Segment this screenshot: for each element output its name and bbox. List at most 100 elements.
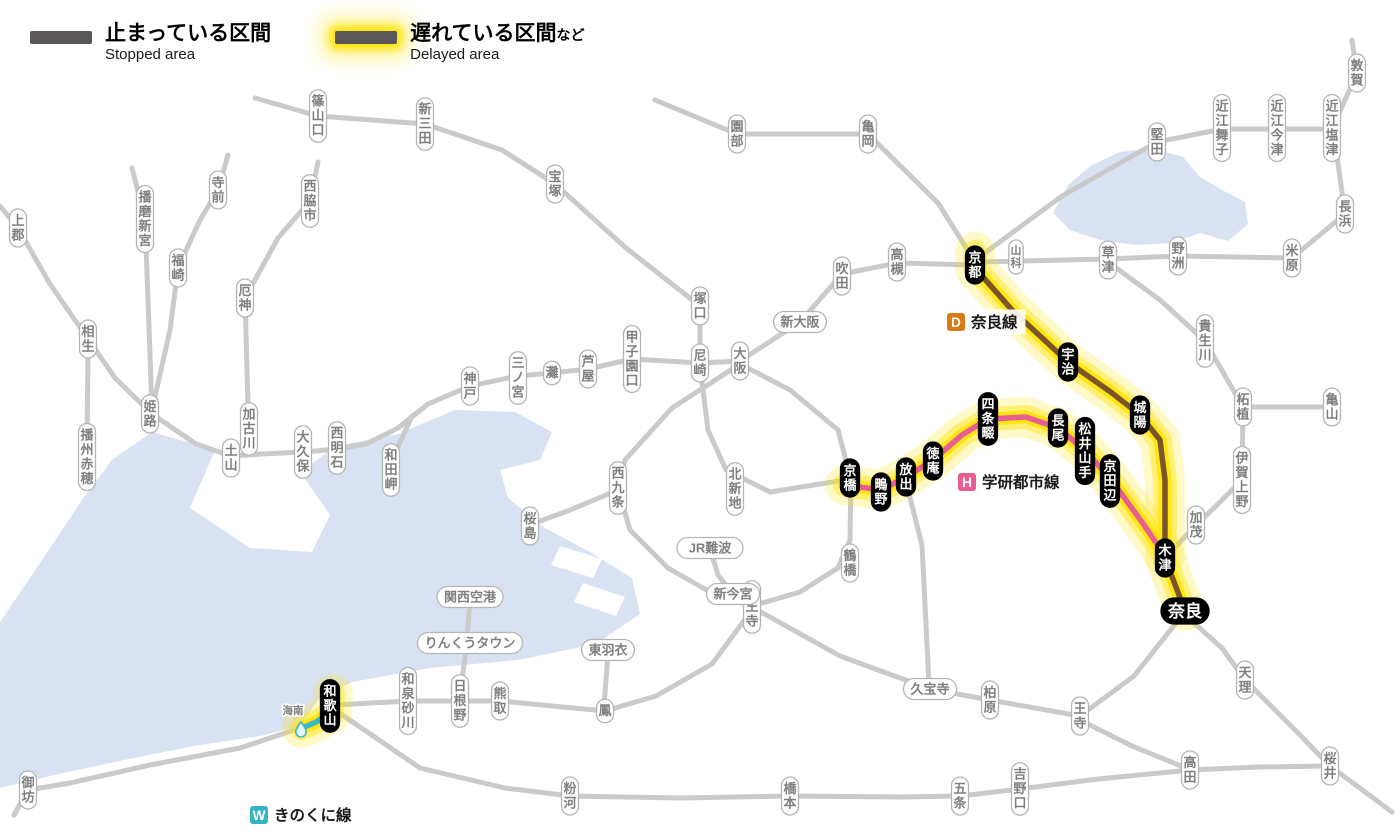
station-label: 洲 bbox=[1171, 255, 1184, 270]
station-大阪: 大阪 bbox=[730, 341, 750, 381]
station-pill bbox=[542, 360, 562, 386]
station-姫路: 姫路 bbox=[140, 394, 160, 434]
station-label: 山 bbox=[224, 457, 237, 472]
station-粉河: 粉河 bbox=[560, 776, 580, 816]
station-pill bbox=[1160, 597, 1210, 625]
station-label: 甲 bbox=[625, 329, 638, 344]
station-label: 田 bbox=[418, 131, 431, 146]
route-symbol-letter: W bbox=[253, 808, 266, 823]
station-亀山: 亀山 bbox=[1322, 387, 1342, 427]
station-label: 口 bbox=[1013, 796, 1026, 811]
station-label: 田 bbox=[1103, 473, 1116, 488]
station-label: 脇 bbox=[303, 193, 316, 208]
station-label: 条 bbox=[611, 495, 625, 510]
station-label: 草 bbox=[1101, 245, 1114, 260]
station-label: 堅 bbox=[1150, 127, 1163, 142]
station-厄神: 厄神 bbox=[235, 278, 255, 318]
station-label: 米 bbox=[1285, 243, 1299, 258]
station-label: 尾 bbox=[1051, 427, 1064, 442]
station-label: 子 bbox=[625, 344, 638, 359]
station-pill bbox=[490, 681, 510, 721]
station-草津: 草津 bbox=[1098, 240, 1118, 280]
station-label: 西 bbox=[303, 179, 316, 194]
station-pill bbox=[398, 666, 418, 736]
station-label: 新今宮 bbox=[713, 587, 752, 602]
station-label: JR難波 bbox=[689, 541, 733, 556]
station-天理: 天理 bbox=[1235, 660, 1255, 700]
station-pill bbox=[239, 402, 259, 456]
station-pill bbox=[327, 421, 347, 475]
station-pill bbox=[870, 472, 892, 512]
station-加古川: 加古川 bbox=[239, 402, 259, 456]
station-label: 治 bbox=[1061, 361, 1074, 376]
station-pill bbox=[977, 392, 999, 446]
station-pill bbox=[690, 286, 710, 326]
station-pill bbox=[676, 536, 744, 560]
station-pill bbox=[1057, 342, 1079, 382]
station-北新地: 北新地 bbox=[725, 462, 745, 516]
station-pill bbox=[980, 680, 1000, 720]
station-灘: 灘 bbox=[542, 360, 562, 386]
station-label: 新 bbox=[418, 102, 431, 117]
station-三ノ宮: 三ノ宮 bbox=[508, 351, 528, 405]
station-pill bbox=[1335, 194, 1355, 234]
station-label: 宝 bbox=[548, 169, 561, 184]
station-桜井: 桜井 bbox=[1320, 746, 1340, 786]
station-label: 山 bbox=[1325, 406, 1338, 421]
station-label: 柘 bbox=[1235, 392, 1249, 407]
station-山科: 山科 bbox=[1008, 239, 1024, 275]
station-label: 崎 bbox=[693, 362, 706, 377]
station-敦賀: 敦賀 bbox=[1347, 53, 1367, 93]
line-osaka-higashi-line bbox=[903, 479, 932, 688]
station-label: 野 bbox=[1013, 781, 1026, 796]
station-神戸: 神戸 bbox=[460, 366, 480, 406]
station-園部: 園部 bbox=[727, 114, 747, 154]
station-label: 津 bbox=[1101, 259, 1114, 274]
station-label: 阪 bbox=[733, 360, 747, 375]
station-label: 亀 bbox=[1325, 392, 1338, 407]
station-label: 鶴 bbox=[843, 548, 856, 563]
station-pill bbox=[436, 585, 504, 609]
station-label: 姫 bbox=[143, 399, 156, 414]
station-label: 屋 bbox=[581, 368, 594, 383]
station-label: 出 bbox=[899, 476, 912, 491]
station-label: 植 bbox=[1235, 406, 1249, 421]
station-label: 尼 bbox=[693, 348, 706, 363]
station-label: 長 bbox=[1338, 199, 1352, 214]
station-label: 槻 bbox=[890, 261, 903, 276]
station-label: 新 bbox=[728, 481, 741, 496]
station-放出: 放出 bbox=[895, 457, 917, 497]
station-pill bbox=[1008, 239, 1024, 275]
station-label: 吹 bbox=[835, 261, 848, 276]
station-label: 古 bbox=[242, 421, 255, 436]
station-label: 塚 bbox=[693, 291, 706, 306]
station-鶴橋: 鶴橋 bbox=[840, 543, 860, 583]
station-pill bbox=[545, 164, 565, 204]
station-label: 理 bbox=[1238, 679, 1251, 694]
station-label: 三 bbox=[511, 356, 524, 371]
route-symbol-H-badge bbox=[958, 473, 976, 491]
station-芦屋: 芦屋 bbox=[578, 349, 598, 389]
station-城陽: 城陽 bbox=[1129, 395, 1151, 435]
station-label: 田 bbox=[384, 462, 397, 477]
station-pill bbox=[135, 184, 155, 254]
line-nara-line bbox=[972, 249, 1188, 614]
station-大久保: 大久保 bbox=[293, 425, 313, 479]
station-久宝寺: 久宝寺 bbox=[902, 677, 958, 701]
line-kusatsu-line bbox=[1105, 259, 1246, 410]
station-label: 郡 bbox=[10, 227, 24, 242]
raindrop-icon bbox=[294, 720, 308, 738]
station-新今宮: 新今宮 bbox=[705, 582, 761, 606]
delayed-area-swatch bbox=[335, 31, 398, 44]
station-長浜: 長浜 bbox=[1335, 194, 1355, 234]
line-yumesaki-line bbox=[529, 487, 621, 527]
station-pill bbox=[1212, 93, 1232, 163]
station-label: 久 bbox=[296, 444, 310, 459]
station-pill bbox=[168, 248, 188, 288]
station-label: 泉 bbox=[401, 686, 415, 701]
station-label: 砂 bbox=[400, 700, 414, 715]
